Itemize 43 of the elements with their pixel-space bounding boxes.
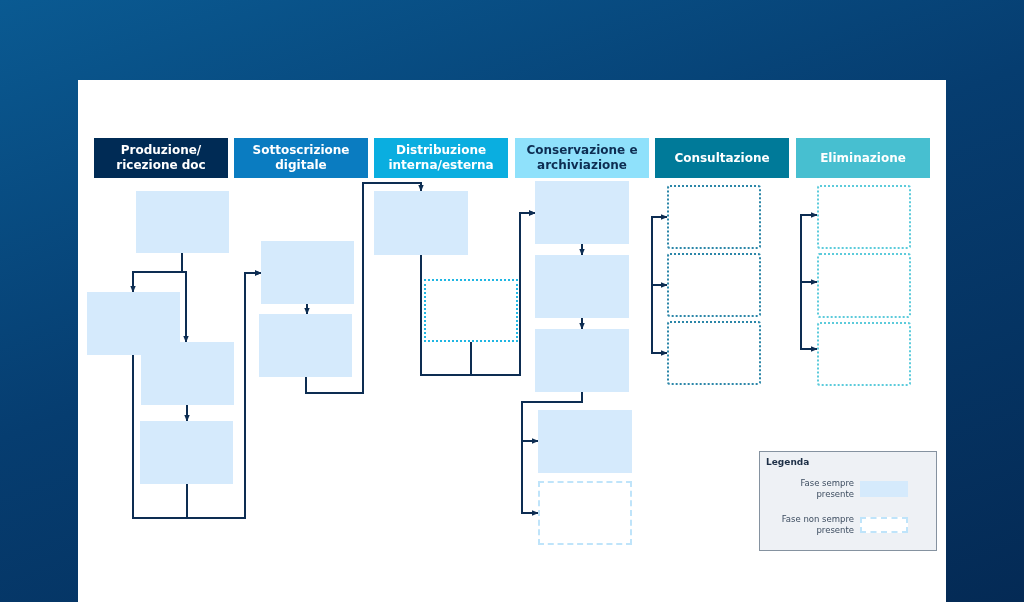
connector-arrow [579,317,585,330]
process-box [535,181,629,244]
process-box [535,255,629,318]
connector-arrow [651,284,668,356]
legend-label: Fase non sempre presente [780,514,854,536]
process-box [261,241,354,304]
optional-process-box [667,321,761,385]
connector-arrow [470,210,536,376]
process-box [535,329,629,392]
connector-arrow [186,270,262,519]
connector-arrow [305,182,424,394]
legend-title: Legenda [766,457,810,467]
connector-arrow [651,282,668,288]
phase-header: Sottoscrizione digitale [234,138,368,178]
phase-header: Produzione/ ricezione doc [94,138,228,178]
connector-arrow [579,243,585,256]
optional-process-box [817,185,911,249]
process-box [87,292,180,355]
process-box [136,191,229,253]
optional-process-box [424,279,518,342]
phase-header: Consultazione [655,138,789,178]
connector-arrow [651,214,668,286]
process-box [141,342,234,405]
connector-arrow [184,404,190,422]
connector-arrow [800,212,818,283]
connector-arrow [800,281,818,352]
connector-arrow [304,303,310,315]
connector-arrow [521,391,583,516]
process-box [140,421,233,484]
phase-header: Conservazione e archiviazione [515,138,649,178]
process-box [259,314,352,377]
process-box [538,410,632,473]
legend-label: Fase sempre presente [799,478,854,500]
connector-arrow [800,279,818,285]
optional-process-box [538,481,632,545]
optional-process-box [817,253,911,318]
phase-header: Distribuzione interna/esterna [374,138,508,178]
connector-arrow [181,252,189,343]
optional-process-box [667,185,761,249]
process-box [374,191,468,255]
phase-header: Eliminazione [796,138,930,178]
optional-process-box [667,253,761,317]
optional-process-box [817,322,911,386]
